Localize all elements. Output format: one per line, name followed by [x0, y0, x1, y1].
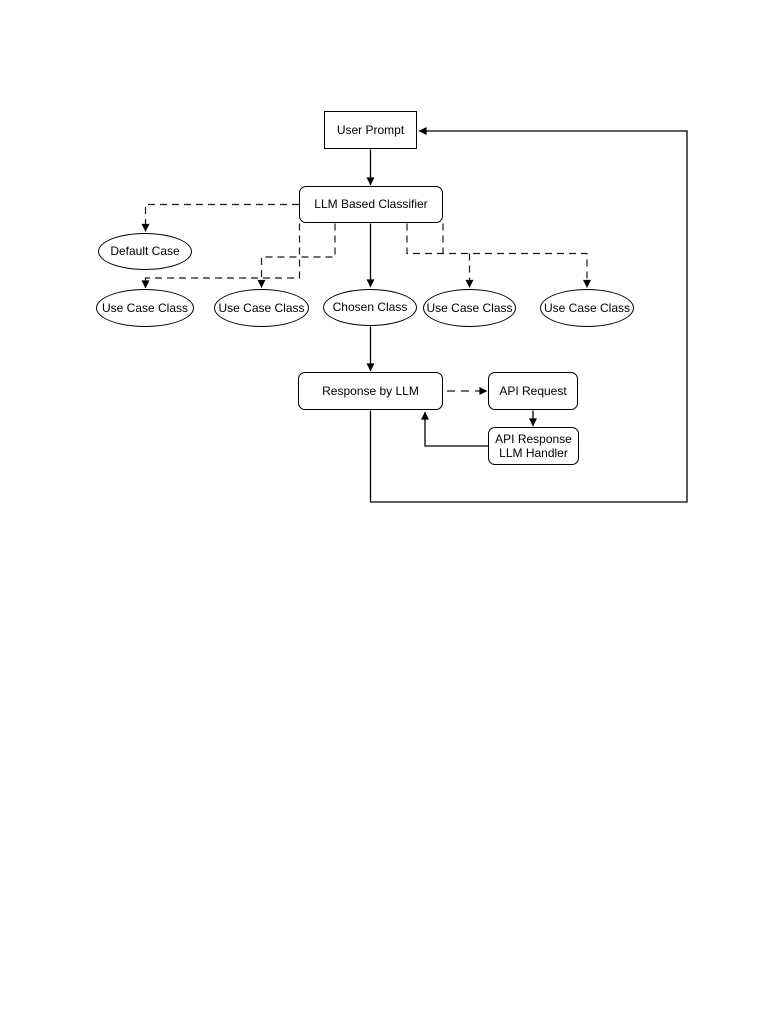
- node-chosen-class: Chosen Class: [323, 289, 417, 326]
- node-use-case-class-4: Use Case Class: [540, 289, 634, 327]
- node-api-response-llm-handler-line2: LLM Handler: [499, 446, 568, 460]
- node-default-case: Default Case: [98, 233, 192, 270]
- node-llm-based-classifier: LLM Based Classifier: [299, 186, 443, 223]
- node-use-case-class-3: Use Case Class: [423, 289, 516, 327]
- node-response-by-llm-label: Response by LLM: [322, 383, 419, 398]
- node-response-by-llm: Response by LLM: [298, 372, 443, 410]
- node-user-prompt-label: User Prompt: [336, 122, 405, 137]
- node-llm-based-classifier-label: LLM Based Classifier: [314, 197, 428, 212]
- node-use-case-class-2: Use Case Class: [214, 289, 309, 327]
- node-user-prompt: User Prompt: [324, 111, 417, 149]
- node-api-request-label: API Request: [499, 383, 567, 398]
- edge-classifier-to-use-case-1: [141, 223, 301, 289]
- node-use-case-class-4-label: Use Case Class: [543, 300, 631, 315]
- node-default-case-label: Default Case: [110, 244, 180, 259]
- node-api-response-llm-handler-line1: API Response: [495, 431, 572, 446]
- node-use-case-class-1: Use Case Class: [96, 289, 194, 327]
- node-api-response-llm-handler: API Response LLM Handler: [488, 427, 579, 465]
- edge-api-response-to-response: [421, 411, 488, 447]
- edge-classifier-to-use-case-4: [406, 223, 591, 288]
- node-api-request: API Request: [488, 372, 578, 410]
- node-use-case-class-3-label: Use Case Class: [426, 300, 513, 315]
- edge-classifier-to-use-case-2: [257, 223, 336, 288]
- edge-response-loop-to-user-prompt: [369, 127, 688, 503]
- node-use-case-class-2-label: Use Case Class: [218, 300, 305, 315]
- node-chosen-class-label: Chosen Class: [332, 300, 408, 315]
- node-use-case-class-1-label: Use Case Class: [101, 300, 189, 315]
- edge-classifier-to-default-case: [141, 203, 299, 232]
